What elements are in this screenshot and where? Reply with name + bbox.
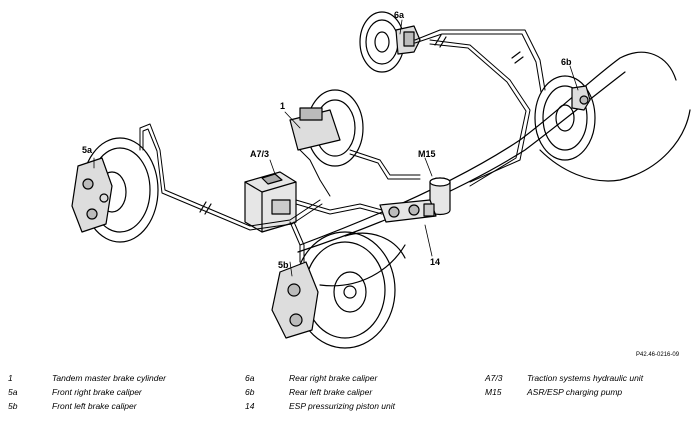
front-left-brake-caliper <box>271 231 396 349</box>
legend: 1 Tandem master brake cylinder 5a Front … <box>0 373 696 419</box>
legend-desc: Tandem master brake cylinder <box>52 373 167 383</box>
callout-5b: 5b <box>278 260 289 270</box>
legend-code: 1 <box>8 373 13 383</box>
callout-1: 1 <box>280 101 285 111</box>
asr-esp-charging-pump <box>429 177 451 216</box>
car-body-outline <box>297 51 691 287</box>
traction-systems-hydraulic-unit <box>244 171 297 233</box>
legend-code: 14 <box>245 401 255 411</box>
line-break-marks <box>199 34 524 215</box>
legend-code: A7/3 <box>485 373 503 383</box>
front-right-brake-caliper <box>71 137 159 243</box>
rear-left-brake-caliper <box>534 75 596 161</box>
legend-code: 6a <box>245 373 255 383</box>
legend-desc: Rear left brake caliper <box>289 387 373 397</box>
callout-14: 14 <box>430 257 440 267</box>
brake-system-diagram: 1 5a 5b 6a 6b 14 A7/3 M15 <box>71 10 691 349</box>
legend-code: M15 <box>485 387 502 397</box>
legend-code: 6b <box>245 387 255 397</box>
legend-desc: Front right brake caliper <box>52 387 142 397</box>
esp-pressurizing-piston-unit <box>379 199 437 223</box>
callout-6b: 6b <box>561 57 572 67</box>
legend-desc: Rear right brake caliper <box>289 373 378 383</box>
callout-5a: 5a <box>82 145 93 155</box>
legend-desc: ASR/ESP charging pump <box>527 387 623 397</box>
brake-lines <box>139 29 546 263</box>
rear-right-brake-caliper <box>359 11 421 73</box>
figure-reference: P42.46-0216-09 <box>636 352 680 358</box>
legend-desc: Front left brake caliper <box>52 401 137 411</box>
legend-code: 5a <box>8 387 18 397</box>
callout-A7-3: A7/3 <box>250 149 269 159</box>
callout-6a: 6a <box>394 10 405 20</box>
legend-desc: ESP pressurizing piston unit <box>289 401 395 411</box>
legend-desc: Traction systems hydraulic unit <box>527 373 644 383</box>
callout-M15: M15 <box>418 149 436 159</box>
tandem-master-brake-cylinder <box>289 89 364 167</box>
legend-code: 5b <box>8 401 18 411</box>
callout-leaders <box>93 19 579 277</box>
